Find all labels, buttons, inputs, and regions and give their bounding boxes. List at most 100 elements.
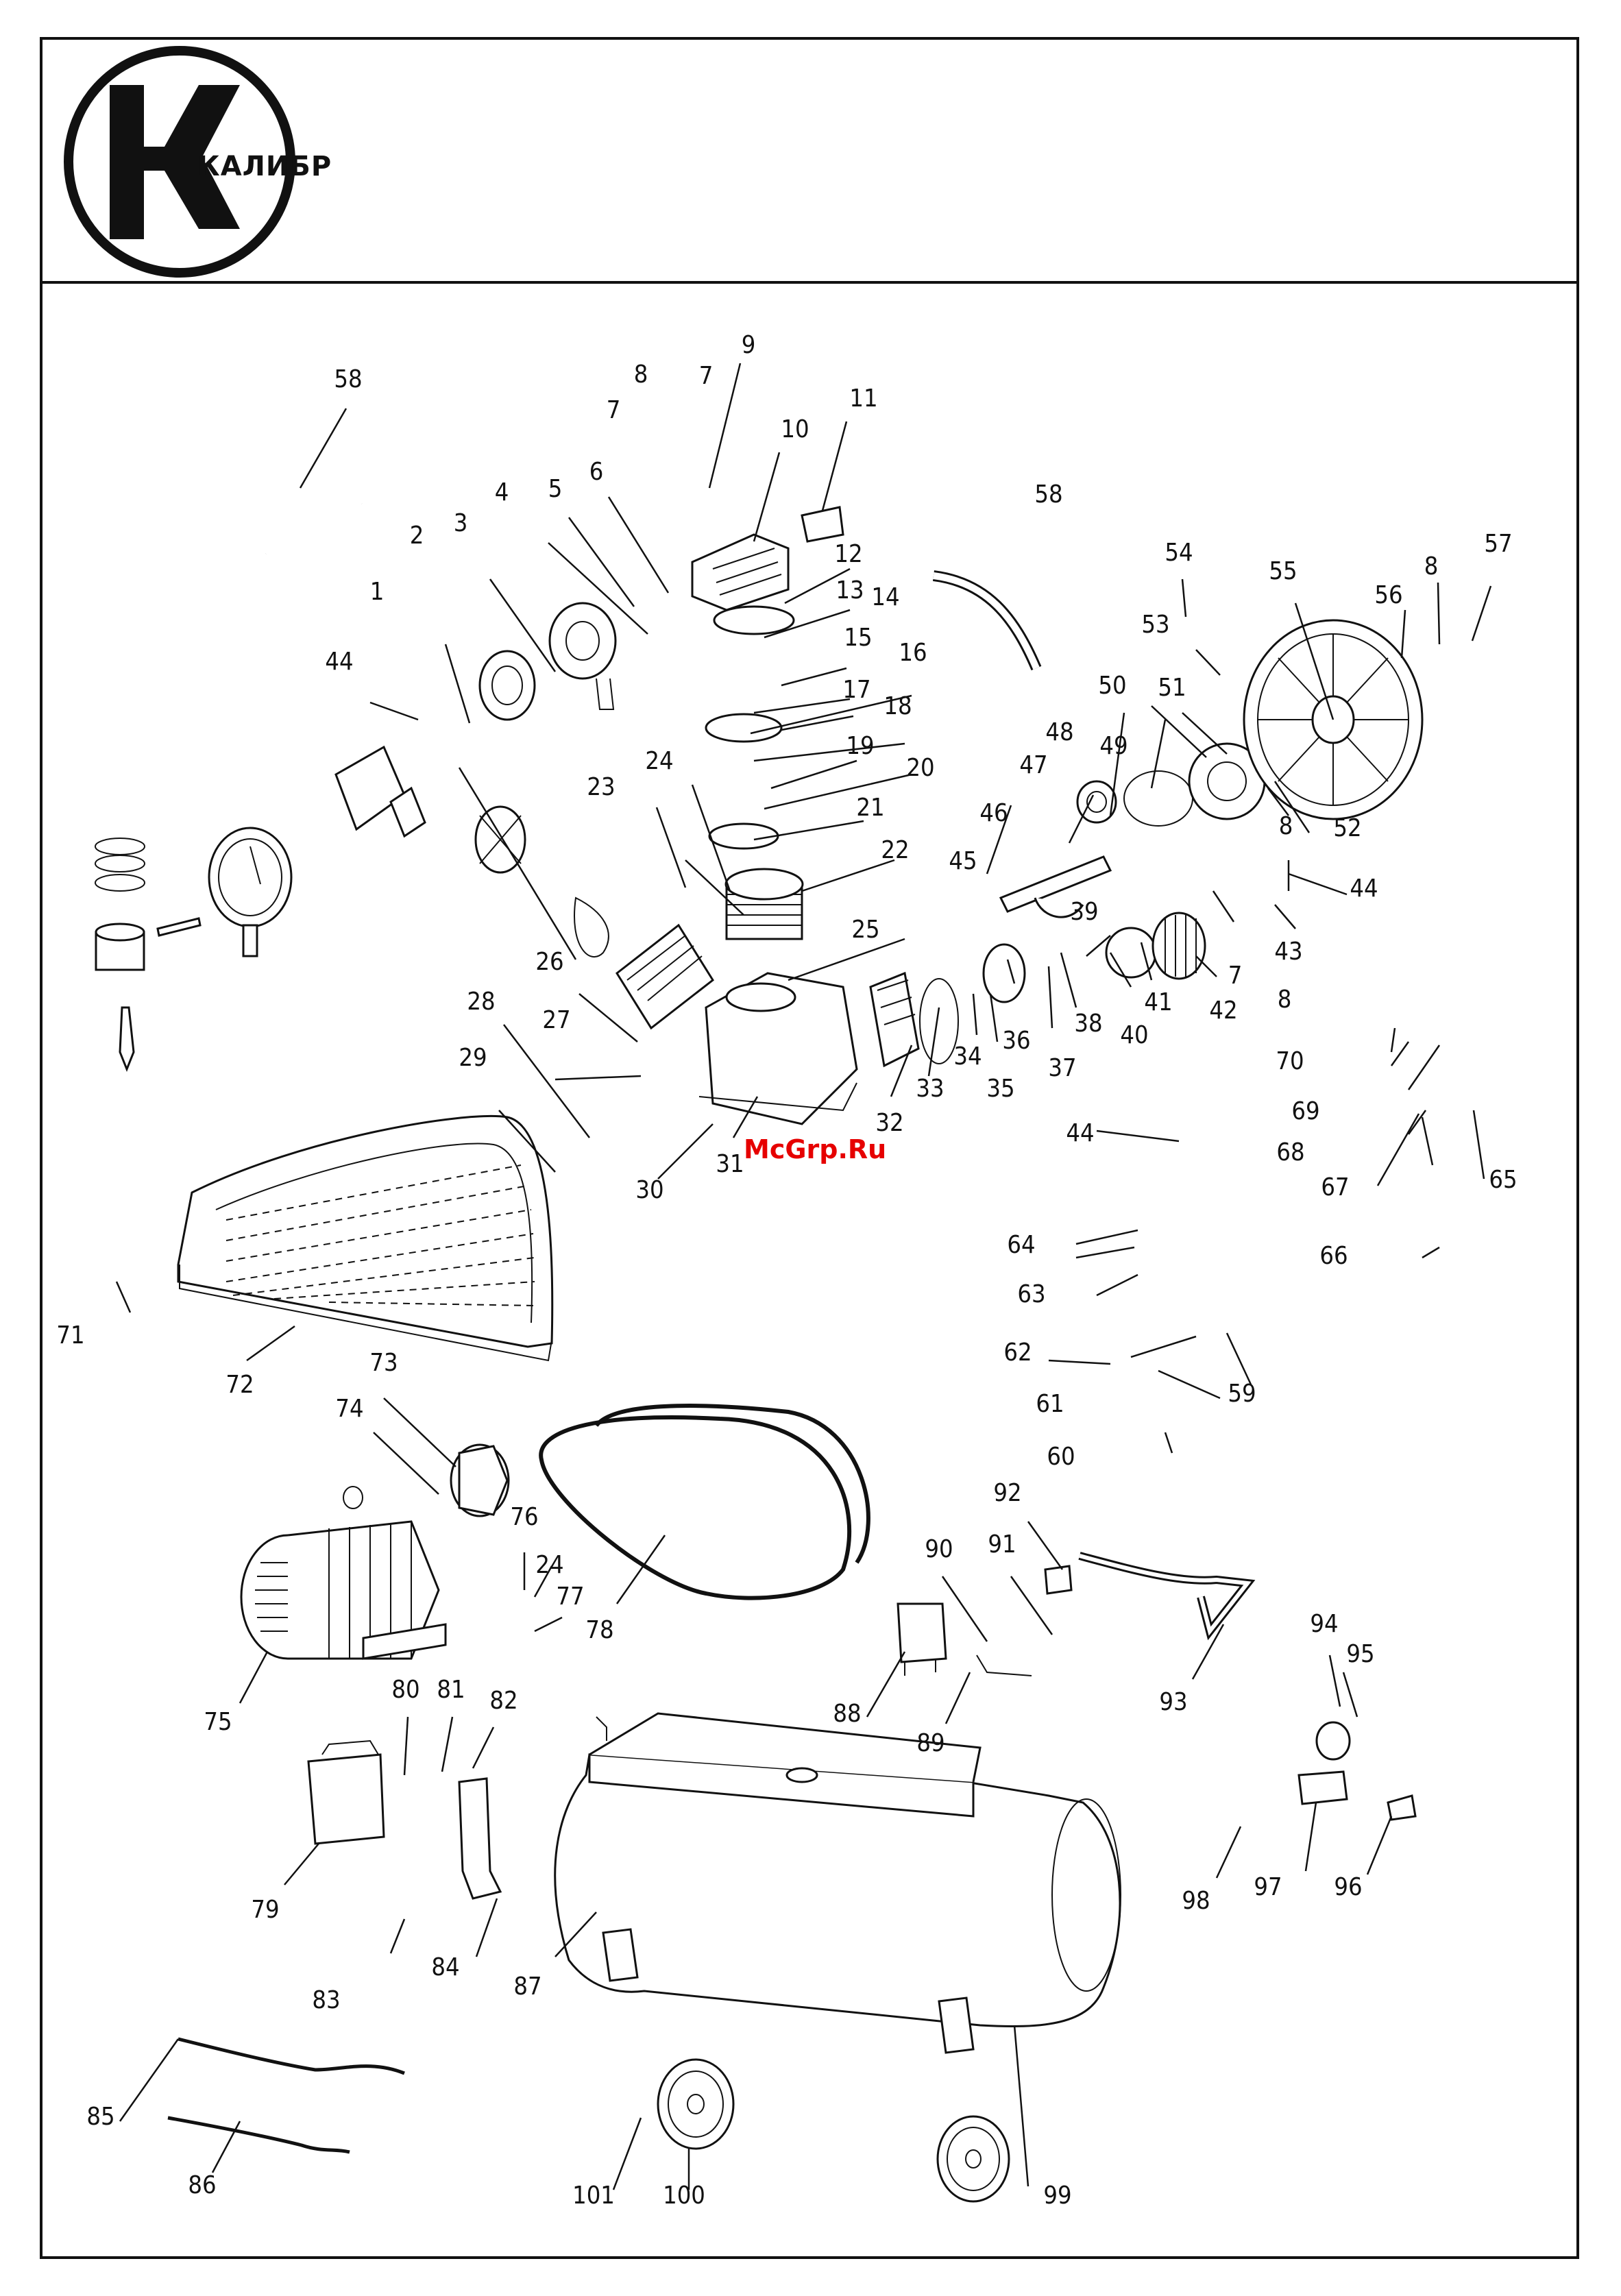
callout-27: 27 bbox=[542, 1006, 570, 1034]
callout-57: 57 bbox=[1484, 530, 1512, 558]
callout-44: 44 bbox=[1066, 1119, 1094, 1147]
callout-63: 63 bbox=[1017, 1280, 1045, 1308]
callout-91: 91 bbox=[988, 1530, 1016, 1559]
callout-94: 94 bbox=[1310, 1610, 1338, 1638]
callout-8: 8 bbox=[1424, 552, 1439, 581]
callout-10: 10 bbox=[781, 415, 809, 443]
callout-74: 74 bbox=[335, 1395, 363, 1423]
callout-83: 83 bbox=[312, 1986, 340, 2014]
logo-text: КАЛИБР bbox=[197, 151, 332, 182]
callout-5: 5 bbox=[548, 475, 563, 503]
callout-36: 36 bbox=[1002, 1027, 1030, 1055]
callout-93: 93 bbox=[1159, 1688, 1187, 1716]
callout-33: 33 bbox=[916, 1075, 944, 1103]
callout-90: 90 bbox=[925, 1535, 953, 1563]
callout-99: 99 bbox=[1043, 2182, 1071, 2210]
callout-85: 85 bbox=[86, 2103, 114, 2131]
callout-31: 31 bbox=[716, 1150, 744, 1178]
callout-55: 55 bbox=[1269, 557, 1297, 585]
callout-72: 72 bbox=[226, 1371, 254, 1399]
callout-98: 98 bbox=[1182, 1887, 1210, 1915]
callout-8: 8 bbox=[1278, 986, 1292, 1014]
callout-52: 52 bbox=[1333, 814, 1361, 842]
callout-22: 22 bbox=[881, 836, 909, 864]
callout-69: 69 bbox=[1291, 1097, 1319, 1125]
part-sketches bbox=[95, 496, 1424, 2203]
callout-58: 58 bbox=[334, 365, 362, 393]
callout-40: 40 bbox=[1120, 1021, 1148, 1049]
callout-8: 8 bbox=[634, 361, 648, 389]
callout-19: 19 bbox=[846, 732, 874, 760]
callout-51: 51 bbox=[1158, 674, 1186, 702]
callout-53: 53 bbox=[1141, 611, 1169, 639]
callout-46: 46 bbox=[979, 799, 1008, 827]
callout-18: 18 bbox=[883, 692, 912, 720]
callout-71: 71 bbox=[56, 1321, 84, 1349]
callout-73: 73 bbox=[369, 1349, 398, 1377]
callout-2: 2 bbox=[410, 522, 424, 550]
callout-66: 66 bbox=[1319, 1242, 1348, 1270]
callout-6: 6 bbox=[589, 458, 604, 486]
callout-41: 41 bbox=[1144, 988, 1172, 1016]
callout-26: 26 bbox=[535, 948, 563, 976]
callout-47: 47 bbox=[1019, 751, 1047, 779]
callout-78: 78 bbox=[585, 1616, 613, 1644]
callout-76: 76 bbox=[510, 1503, 538, 1531]
callout-16: 16 bbox=[899, 639, 927, 667]
callout-7: 7 bbox=[699, 362, 714, 390]
callout-54: 54 bbox=[1165, 539, 1193, 567]
callout-62: 62 bbox=[1003, 1339, 1032, 1367]
callout-17: 17 bbox=[842, 676, 870, 704]
callout-7: 7 bbox=[607, 396, 621, 424]
leader-lines bbox=[115, 363, 1492, 2190]
diagram-frame: КАЛИБР bbox=[40, 37, 1579, 2259]
callout-68: 68 bbox=[1276, 1138, 1304, 1167]
callout-42: 42 bbox=[1209, 997, 1237, 1025]
callout-11: 11 bbox=[849, 384, 877, 413]
callout-8: 8 bbox=[1279, 812, 1293, 840]
callout-81: 81 bbox=[437, 1676, 465, 1704]
callout-84: 84 bbox=[431, 1953, 459, 1981]
callout-67: 67 bbox=[1321, 1173, 1349, 1201]
callout-9: 9 bbox=[742, 331, 756, 359]
callout-20: 20 bbox=[906, 754, 934, 782]
callout-56: 56 bbox=[1374, 581, 1402, 609]
callout-89: 89 bbox=[916, 1729, 944, 1757]
callout-60: 60 bbox=[1047, 1443, 1075, 1471]
callout-14: 14 bbox=[871, 583, 899, 611]
callout-82: 82 bbox=[489, 1687, 517, 1715]
callout-15: 15 bbox=[844, 624, 872, 652]
callout-100: 100 bbox=[663, 2182, 705, 2210]
callout-101: 101 bbox=[572, 2182, 615, 2210]
callout-38: 38 bbox=[1074, 1010, 1102, 1038]
callout-86: 86 bbox=[188, 2171, 216, 2199]
guard-mesh bbox=[226, 1164, 535, 1306]
callout-80: 80 bbox=[391, 1676, 419, 1704]
callout-50: 50 bbox=[1098, 672, 1126, 700]
callout-88: 88 bbox=[833, 1700, 861, 1728]
callout-32: 32 bbox=[875, 1109, 903, 1137]
callout-24: 24 bbox=[535, 1551, 563, 1579]
callout-39: 39 bbox=[1070, 898, 1098, 926]
callout-12: 12 bbox=[834, 540, 862, 568]
callout-92: 92 bbox=[993, 1479, 1021, 1507]
callout-30: 30 bbox=[635, 1176, 663, 1204]
callout-49: 49 bbox=[1099, 732, 1128, 760]
callout-64: 64 bbox=[1007, 1231, 1035, 1259]
callout-45: 45 bbox=[949, 847, 977, 875]
callout-28: 28 bbox=[467, 988, 495, 1016]
callout-44: 44 bbox=[1350, 875, 1378, 903]
callout-59: 59 bbox=[1228, 1380, 1256, 1408]
callout-44: 44 bbox=[325, 648, 353, 676]
watermark: McGrp.Ru bbox=[744, 1134, 886, 1164]
kalibr-logo bbox=[64, 46, 295, 278]
callout-58: 58 bbox=[1034, 480, 1062, 509]
callout-61: 61 bbox=[1036, 1390, 1064, 1418]
callout-24: 24 bbox=[645, 747, 673, 775]
callout-77: 77 bbox=[556, 1583, 584, 1611]
callout-75: 75 bbox=[204, 1708, 232, 1736]
callout-3: 3 bbox=[454, 509, 468, 537]
callout-4: 4 bbox=[495, 478, 509, 506]
